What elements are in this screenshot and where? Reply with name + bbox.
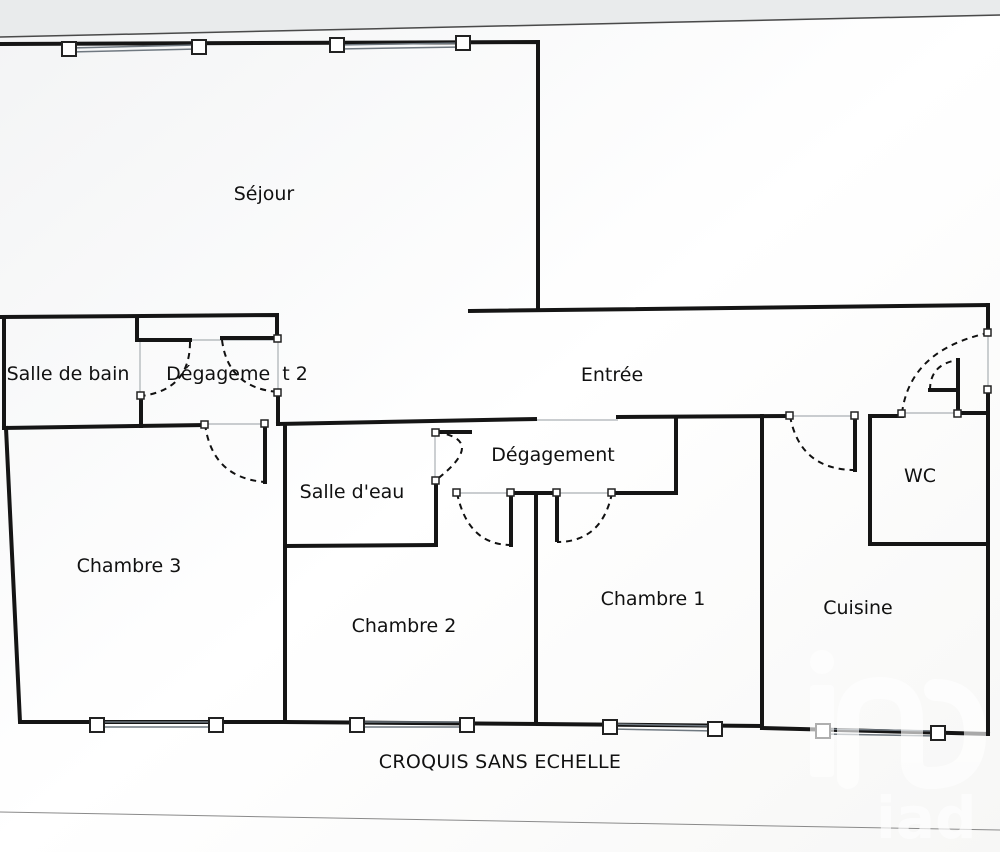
plan-caption: CROQUIS SANS ECHELLE	[379, 751, 621, 773]
room-label-chambre-3: Chambre 3	[77, 555, 182, 577]
room-label-chambre-2: Chambre 2	[352, 615, 457, 637]
room-label-sejour: Séjour	[234, 183, 295, 205]
paper-sheet	[0, 16, 1000, 852]
iad-watermark-logo: iad	[810, 650, 987, 852]
room-label-degagement: Dégagement	[491, 444, 614, 466]
room-label-cuisine: Cuisine	[823, 597, 893, 619]
paper-bottom-edge	[0, 811, 1000, 831]
room-label-chambre-1: Chambre 1	[601, 588, 706, 610]
room-label-degagement-2: Dégageme t 2	[166, 363, 308, 385]
room-label-salle-deau: Salle d'eau	[300, 481, 405, 503]
paper-top-edge	[0, 14, 1000, 38]
iad-watermark-text: iad	[876, 784, 977, 852]
room-label-wc: WC	[904, 465, 936, 487]
room-label-salle-de-bain: Salle de bain	[7, 363, 130, 385]
room-label-entree: Entrée	[581, 364, 643, 386]
walls	[0, 39, 991, 737]
door-swings	[140, 332, 989, 546]
hinge-markers	[136, 328, 992, 497]
